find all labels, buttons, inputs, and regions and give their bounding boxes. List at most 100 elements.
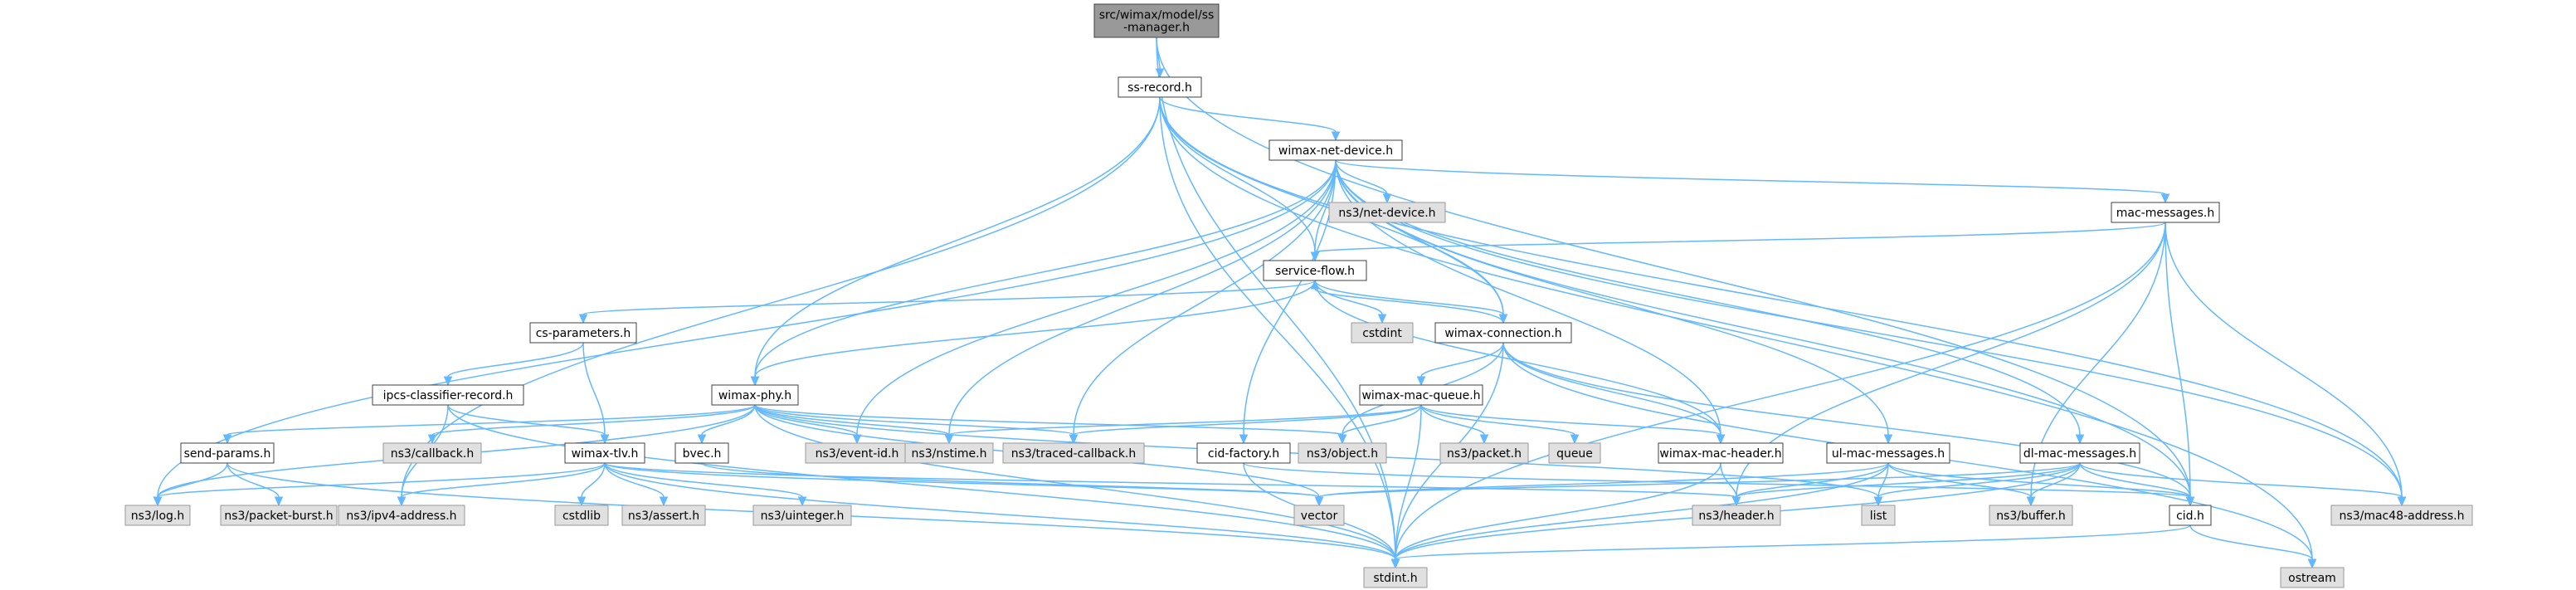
node-box (338, 505, 465, 526)
edge-arrowhead (1883, 434, 1893, 445)
edge-arrowhead (1377, 314, 1387, 324)
node-box (1548, 442, 1601, 464)
edge-line (754, 96, 1161, 378)
edge-wimax-mac-queue-to-nstime (944, 404, 1422, 445)
node-label: stdint.h (1373, 572, 1417, 585)
edge-line (1502, 342, 1721, 436)
node-label: ss-record.h (1127, 81, 1192, 95)
node-mac-messages[interactable]: mac-messages.h (2111, 202, 2220, 223)
node-dl-mac-messages[interactable]: dl-mac-messages.h (2019, 442, 2140, 464)
edge-line (604, 462, 803, 498)
node-uinteger: ns3/uinteger.h (752, 505, 852, 526)
edge-wimax-net-device-to-nstime (944, 159, 1337, 445)
node-box (2169, 505, 2212, 526)
node-packet-burst: ns3/packet-burst.h (220, 505, 338, 526)
node-label: cid.h (2176, 510, 2204, 523)
node-label: cstdlib (562, 510, 601, 523)
edge-wimax-net-device-to-log (153, 159, 1337, 507)
edge-wimax-phy-to-callback (427, 404, 756, 445)
node-box (1269, 139, 1403, 161)
node-label: ns3/object.h (1307, 447, 1378, 461)
edge-arrowhead (1479, 434, 1489, 445)
node-label: ns3/assert.h (628, 510, 699, 523)
node-box (180, 442, 275, 464)
node-wimax-connection[interactable]: wimax-connection.h (1434, 322, 1572, 344)
edge-dl-mac-messages-to-list (1873, 462, 2081, 507)
edge-line (1335, 159, 2403, 498)
edge-cid-to-stdint (1390, 524, 2191, 569)
node-wimax-mac-header[interactable]: wimax-mac-header.h (1658, 442, 1784, 464)
edge-cid-to-ostream (2189, 524, 2317, 569)
nodes-layer: src/wimax/model/ss-manager.h ss-record.h w… (124, 3, 2473, 588)
edge-line (1877, 462, 1889, 498)
node-label: ns3/buffer.h (1996, 510, 2066, 523)
node-cid[interactable]: cid.h (2169, 505, 2212, 526)
edge-mac-messages-to-mac48-address (2165, 222, 2407, 507)
node-box (1363, 567, 1428, 588)
edge-line (754, 404, 1396, 560)
edge-line (604, 462, 1320, 498)
edge-arrowhead (659, 496, 669, 507)
node-root[interactable]: src/wimax/model/ss-manager.h (1093, 3, 1220, 38)
node-label: ns3/nstime.h (912, 447, 987, 461)
node-label: ns3/packet-burst.h (224, 510, 333, 523)
node-ipcs-classifier-record[interactable]: ipcs-classifier-record.h (372, 384, 524, 406)
node-list: list (1861, 505, 1896, 526)
node-service-flow[interactable]: service-flow.h (1263, 260, 1367, 281)
node-label: cs-parameters.h (536, 327, 631, 340)
edge-line (1073, 159, 1337, 436)
edge-line (581, 462, 606, 498)
edge-wimax-mac-queue-to-object (1337, 404, 1422, 445)
node-cid-factory[interactable]: cid-factory.h (1196, 442, 1291, 464)
node-mac48-address: ns3/mac48-address.h (2330, 505, 2473, 526)
edge-line (1877, 462, 2081, 498)
edge-line (1395, 222, 2166, 560)
node-wimax-tlv[interactable]: wimax-tlv.h (564, 442, 645, 464)
edge-wimax-mac-header-to-stdint (1390, 462, 1721, 569)
edge-arrowhead (1310, 251, 1320, 262)
edge-arrowhead (697, 434, 707, 445)
edge-line (1395, 404, 1422, 560)
edge-arrowhead (750, 376, 760, 387)
node-label: service-flow.h (1275, 265, 1355, 278)
node-wimax-phy[interactable]: wimax-phy.h (711, 384, 799, 406)
edge-line (157, 159, 1337, 498)
edge-line (1887, 462, 2032, 498)
edge-arrowhead (600, 434, 610, 445)
edge-line (1314, 222, 2166, 253)
edge-line (754, 404, 1074, 436)
node-ss-record[interactable]: ss-record.h (1118, 76, 1202, 98)
node-box (1359, 384, 1483, 406)
node-cstdint: cstdint (1351, 322, 1414, 344)
node-wimax-net-device[interactable]: wimax-net-device.h (1269, 139, 1403, 161)
edge-wimax-net-device-to-wimax-phy (750, 159, 1337, 387)
node-box (711, 384, 799, 406)
edge-arrowhead (1731, 496, 1741, 507)
edge-arrowhead (2185, 496, 2195, 507)
node-box (1658, 442, 1784, 464)
edge-service-flow-to-wimax-connection (1314, 280, 1508, 324)
node-ul-mac-messages[interactable]: ul-mac-messages.h (1826, 442, 1950, 464)
node-packet: ns3/packet.h (1439, 442, 1529, 464)
edge-line (226, 404, 756, 436)
node-box (1989, 505, 2073, 526)
edge-arrowhead (1331, 131, 1341, 142)
edge-line (1314, 280, 1504, 315)
edge-line (447, 404, 1396, 560)
edges-layer (153, 37, 2407, 569)
edge-arrowhead (2397, 496, 2407, 507)
node-label: wimax-tlv.h (572, 447, 639, 461)
edge-line (948, 159, 1337, 436)
node-box (904, 442, 994, 464)
node-wimax-mac-queue[interactable]: wimax-mac-queue.h (1359, 384, 1483, 406)
edge-line (2030, 462, 2081, 498)
edge-line (1159, 96, 2313, 560)
node-box (2111, 202, 2220, 223)
node-bvec[interactable]: bvec.h (674, 442, 729, 464)
node-send-params[interactable]: send-params.h (180, 442, 275, 464)
node-label: wimax-mac-header.h (1659, 447, 1781, 461)
node-cs-parameters[interactable]: cs-parameters.h (529, 322, 637, 344)
node-box (674, 442, 729, 464)
edge-line (1335, 159, 2166, 195)
node-label: ns3/ipv4-address.h (346, 510, 456, 523)
